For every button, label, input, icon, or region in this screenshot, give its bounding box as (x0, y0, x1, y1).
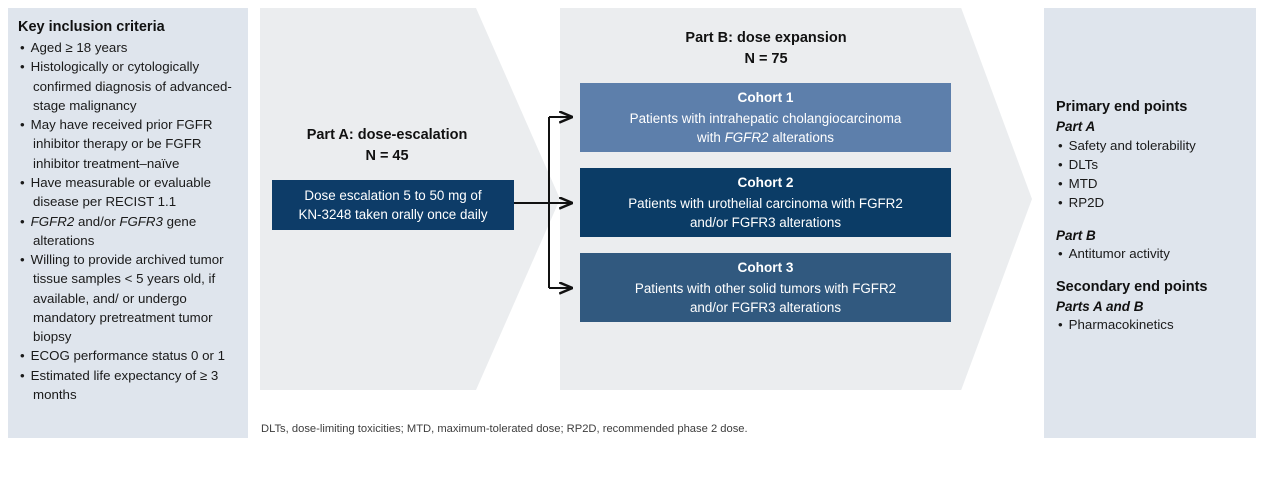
list-item: May have received prior FGFR inhibitor t… (20, 115, 236, 173)
part-b-heading: Part B: dose expansion N = 75 (580, 28, 952, 70)
inclusion-criteria-list: Aged ≥ 18 years Histologically or cytolo… (18, 38, 236, 404)
cohort-1-title: Cohort 1 (737, 90, 794, 106)
secondary-end-points-title: Secondary end points (1056, 278, 1208, 295)
secondary-parts-label: Parts A and B (1056, 298, 1144, 314)
gene-name-fgfr2: FGFR2 (724, 129, 769, 145)
list-item: Estimated life expectancy of ≥ 3 months (20, 366, 236, 405)
primary-part-b-label: Part B (1056, 227, 1096, 243)
list-item: FGFR2 and/or FGFR3 gene alterations (20, 212, 236, 251)
primary-end-points-title: Primary end points (1056, 99, 1188, 115)
list-item: Antitumor activity (1058, 244, 1244, 263)
dose-escalation-line-1: Dose escalation 5 to 50 mg of (304, 187, 482, 203)
primary-part-a-list: Safety and tolerability DLTs MTD RP2D (1056, 136, 1244, 213)
part-b-title: Part B: dose expansion (685, 30, 847, 46)
cohort-2-box: Cohort 2 Patients with urothelial carcin… (580, 168, 951, 237)
end-points-panel: Primary end points Part A Safety and tol… (1044, 8, 1256, 438)
primary-part-b-list: Antitumor activity (1056, 244, 1244, 263)
part-a-enrollment: N = 45 (365, 148, 409, 165)
list-item: Have measurable or evaluable disease per… (20, 173, 236, 212)
list-item: Safety and tolerability (1058, 136, 1244, 155)
cohort-2-title: Cohort 2 (737, 175, 794, 191)
list-item: MTD (1058, 174, 1244, 193)
gene-name-fgfr3: FGFR3 (119, 213, 163, 229)
list-item: Aged ≥ 18 years (20, 38, 236, 57)
list-item: DLTs (1058, 155, 1244, 174)
key-inclusion-criteria-panel: Key inclusion criteria Aged ≥ 18 years H… (8, 8, 248, 438)
cohort-1-line-2: with FGFR2 alterations (697, 129, 834, 145)
abbreviations-footnote: DLTs, dose-limiting toxicities; MTD, max… (261, 423, 748, 435)
list-item: Histologically or cytologically confirme… (20, 57, 236, 115)
cohort-3-line-2: and/or FGFR3 alterations (689, 299, 842, 315)
list-item: RP2D (1058, 193, 1244, 212)
list-item: ECOG performance status 0 or 1 (20, 346, 236, 365)
cohort-3-box: Cohort 3 Patients with other solid tumor… (580, 253, 951, 322)
cohort-3-line-1: Patients with other solid tumors with FG… (634, 280, 897, 296)
gene-name-fgfr2: FGFR2 (30, 213, 75, 229)
spacer (1056, 264, 1244, 278)
cohort-2-line-1: Patients with urothelial carcinoma with … (628, 195, 903, 211)
secondary-end-points-list: Pharmacokinetics (1056, 315, 1244, 334)
cohort-2-line-2: and/or FGFR3 alterations (689, 214, 842, 230)
part-a-heading: Part A: dose-escalation N = 45 (262, 125, 512, 167)
part-a-title: Part A: dose-escalation (306, 127, 468, 143)
cohort-3-title: Cohort 3 (737, 260, 794, 276)
spacer (1056, 213, 1244, 227)
part-b-enrollment: N = 75 (744, 51, 788, 68)
dose-escalation-line-2: KN-3248 taken orally once daily (298, 207, 488, 222)
primary-part-a-label: Part A (1056, 119, 1096, 135)
list-item: Pharmacokinetics (1058, 315, 1244, 334)
inclusion-panel-title: Key inclusion criteria (18, 19, 165, 35)
cohort-1-line-1: Patients with intrahepatic cholangiocarc… (629, 110, 902, 126)
cohort-1-box: Cohort 1 Patients with intrahepatic chol… (580, 83, 951, 152)
dose-escalation-box: Dose escalation 5 to 50 mg of KN-3248 ta… (272, 180, 514, 230)
list-item: Willing to provide archived tumor tissue… (20, 250, 236, 346)
